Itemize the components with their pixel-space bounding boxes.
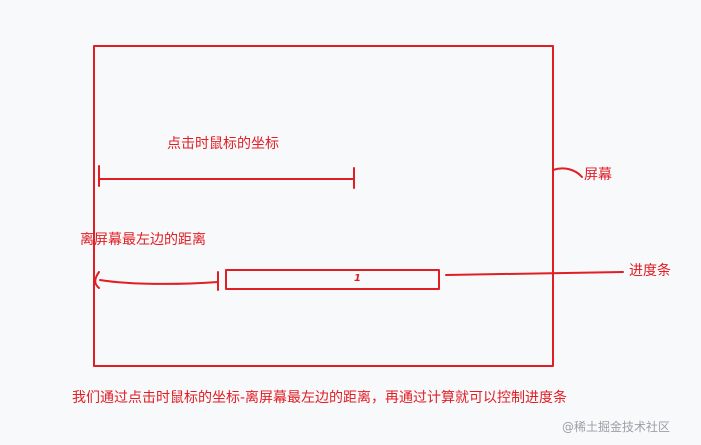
progress-bar-pointer (445, 271, 624, 276)
distance-left-brace (94, 271, 100, 289)
progress-bar-mark: 1 (354, 273, 361, 284)
screen-outline (93, 45, 554, 367)
distance-to-left-label: 离屏幕最左边的距离 (80, 232, 206, 248)
screen-label: 屏幕 (584, 167, 612, 183)
distance-line (99, 279, 219, 285)
click-coordinate-label: 点击时鼠标的坐标 (167, 136, 279, 152)
caption-text: 我们通过点击时鼠标的坐标-离屏幕最左边的距离，再通过计算就可以控制进度条 (72, 390, 568, 406)
progress-bar-label: 进度条 (629, 263, 671, 279)
watermark-text: @稀土掘金技术社区 (562, 420, 671, 434)
screen-pointer (552, 167, 583, 178)
progress-bar-shape (225, 269, 440, 290)
